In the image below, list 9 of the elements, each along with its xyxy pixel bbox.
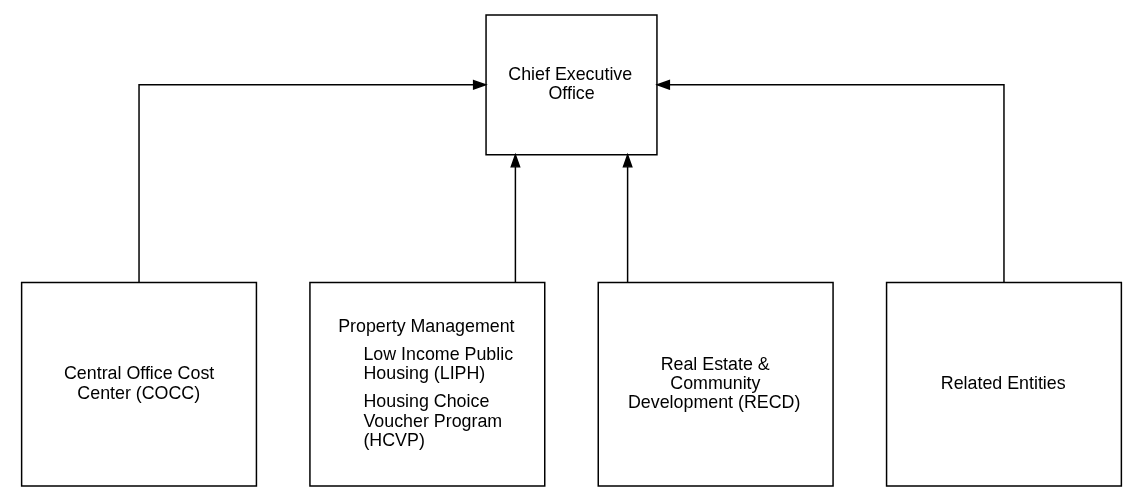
arrow (510, 152, 521, 283)
arrow (622, 152, 633, 283)
node-box: Real Estate & Community Development (RECD) (597, 281, 834, 487)
node-box: Property Management Low Income Public Housing (LIPH) Housing Choice Voucher Program (HCVP) (309, 281, 546, 487)
node-box: Related Entities (885, 281, 1123, 487)
arrow (138, 79, 488, 283)
arrow (655, 79, 1005, 283)
node-box: Chief Executive Office (485, 13, 658, 155)
node-box: Central Office Cost Center (COCC) (20, 281, 258, 487)
